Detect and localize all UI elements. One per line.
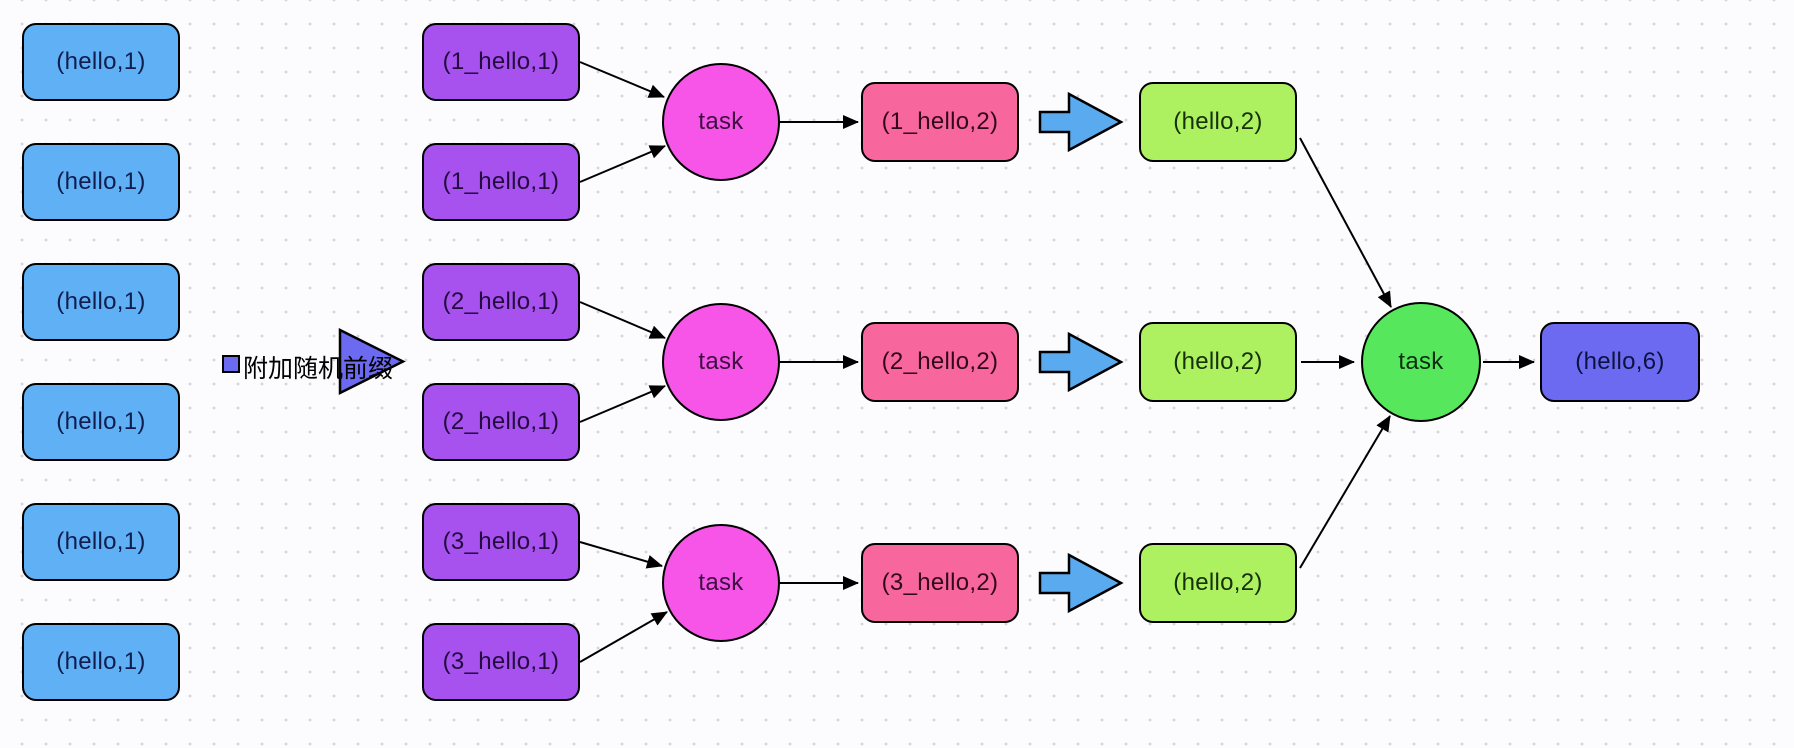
- prefixed-box-5: (3_hello,1): [422, 503, 580, 581]
- deprefixed-box-2: (hello,2): [1139, 322, 1297, 402]
- prefixed-box-1: (1_hello,1): [422, 23, 580, 101]
- partial-result-box-2: (2_hello,2): [861, 322, 1019, 402]
- map-task-circle-3: task: [662, 524, 780, 642]
- partial-result-box-1: (1_hello,2): [861, 82, 1019, 162]
- block-arrow-icon-1: [1038, 91, 1124, 153]
- prefix-triangle-icon: [338, 327, 406, 396]
- prefixed-box-3: (2_hello,1): [422, 263, 580, 341]
- edge-prefixed3-to-task2: [579, 301, 666, 339]
- deprefixed-box-3: (hello,2): [1139, 543, 1297, 623]
- input-box-4: (hello,1): [22, 383, 180, 461]
- prefixed-box-4: (2_hello,1): [422, 383, 580, 461]
- input-box-5: (hello,1): [22, 503, 180, 581]
- reduce-task-circle: task: [1361, 302, 1481, 422]
- prefixed-box-6: (3_hello,1): [422, 623, 580, 701]
- final-result-box: (hello,6): [1540, 322, 1700, 402]
- input-box-2: (hello,1): [22, 143, 180, 221]
- edge-prefixed2-to-task1: [579, 145, 666, 183]
- input-box-6: (hello,1): [22, 623, 180, 701]
- edge-deprefixed1-to-reduce: [1299, 137, 1392, 308]
- map-task-circle-2: task: [662, 303, 780, 421]
- map-task-circle-1: task: [662, 63, 780, 181]
- block-arrow-icon-3: [1038, 552, 1124, 614]
- input-box-3: (hello,1): [22, 263, 180, 341]
- partial-result-box-3: (3_hello,2): [861, 543, 1019, 623]
- block-arrow-icon-2: [1038, 331, 1124, 393]
- deprefixed-box-1: (hello,2): [1139, 82, 1297, 162]
- edge-prefixed6-to-task3: [579, 611, 668, 663]
- edge-prefixed1-to-task1: [579, 61, 665, 98]
- edge-prefixed5-to-task3: [579, 541, 663, 569]
- prefix-note-label: 附加随机前缀: [243, 355, 394, 383]
- edge-deprefixed3-to-reduce: [1299, 415, 1391, 569]
- input-box-1: (hello,1): [22, 23, 180, 101]
- prefixed-box-2: (1_hello,1): [422, 143, 580, 221]
- edge-prefixed4-to-task2: [579, 385, 666, 423]
- prefix-square-icon: [222, 355, 240, 373]
